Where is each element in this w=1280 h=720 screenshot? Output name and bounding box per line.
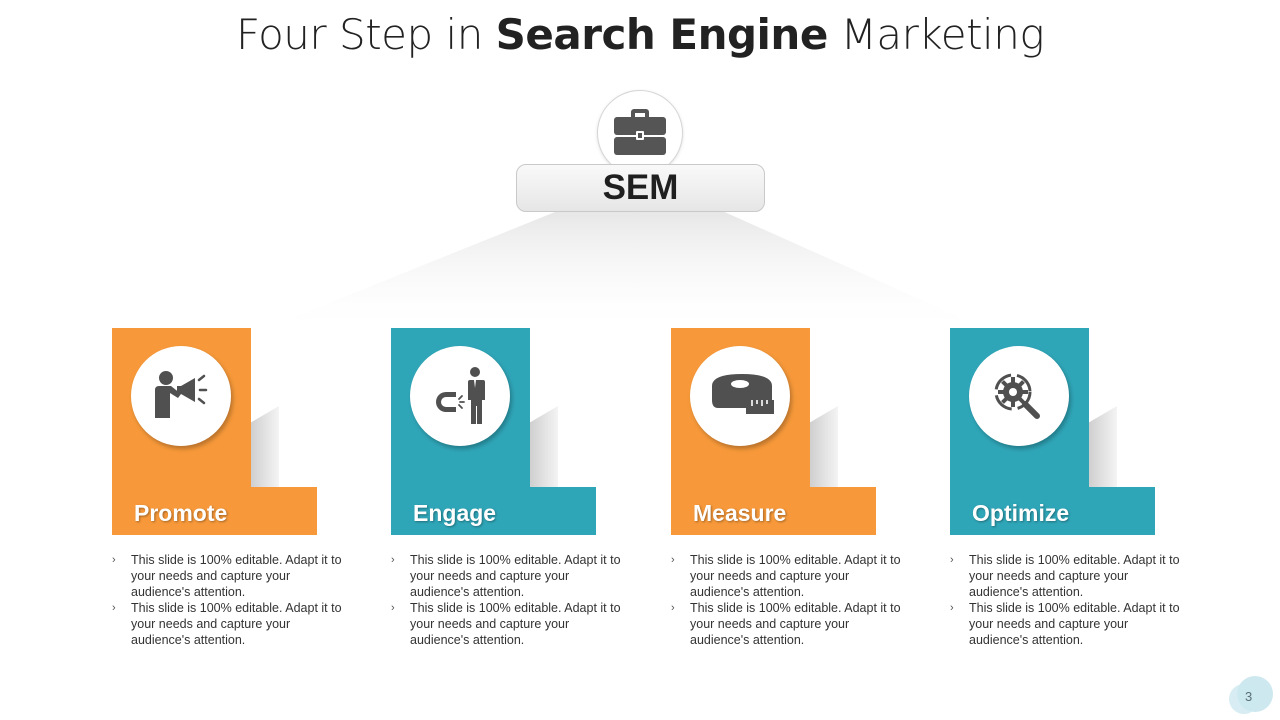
card-fold-shadow [251,406,279,488]
page-number-blob [1229,684,1259,714]
step-label: Measure [693,500,787,526]
briefcase-icon [614,109,666,155]
step-icon-circle [131,346,231,446]
step-bullets: This slide is 100% editable. Adapt it to… [391,552,631,648]
step-icon-circle [690,346,790,446]
measuring-tape-icon [712,374,774,414]
step-measure: Measure This slide is 100% editable. Ada… [671,328,911,658]
page-number: 3 [1245,689,1253,704]
card-fold-shadow [810,406,838,488]
bullet-item: This slide is 100% editable. Adapt it to… [112,552,352,600]
card-bottom [950,487,1155,535]
bullet-item: This slide is 100% editable. Adapt it to… [950,552,1190,600]
step-promote: Promote This slide is 100% editable. Ada… [112,328,352,658]
gear-search-icon [994,373,1040,419]
step-bullets: This slide is 100% editable. Adapt it to… [112,552,352,648]
hub-label: SEM [602,168,679,207]
card-bottom [671,487,876,535]
card-bottom [112,487,317,535]
title-prefix: Four Step in [235,10,496,59]
title-bold: Search Engine [495,10,829,59]
step-bullets: This slide is 100% editable. Adapt it to… [671,552,911,648]
card-fold-shadow [1089,406,1117,488]
step-engage: Engage This slide is 100% editable. Adap… [391,328,631,658]
step-icon-circle [410,346,510,446]
bullet-item: This slide is 100% editable. Adapt it to… [112,600,352,648]
step-icon-circle [969,346,1069,446]
bullet-item: This slide is 100% editable. Adapt it to… [671,552,911,600]
step-optimize: Optimize This slide is 100% editable. Ad… [950,328,1190,658]
step-label: Optimize [972,500,1070,526]
bullet-item: This slide is 100% editable. Adapt it to… [671,600,911,648]
bullet-item: This slide is 100% editable. Adapt it to… [950,600,1190,648]
card-bottom [391,487,596,535]
step-label: Engage [413,500,497,526]
title-suffix: Marketing [827,10,1045,59]
megaphone-person-icon [155,371,208,418]
hub-label-box: SEM [516,164,765,212]
step-bullets: This slide is 100% editable. Adapt it to… [950,552,1190,648]
slide-title: Four Step in Search Engine Marketing [0,10,1280,59]
page-number-badge: 3 [1229,676,1273,716]
bullet-item: This slide is 100% editable. Adapt it to… [391,552,631,600]
magnet-person-icon [436,367,485,424]
step-label: Promote [134,500,228,526]
card-fold-shadow [530,406,558,488]
bullet-item: This slide is 100% editable. Adapt it to… [391,600,631,648]
